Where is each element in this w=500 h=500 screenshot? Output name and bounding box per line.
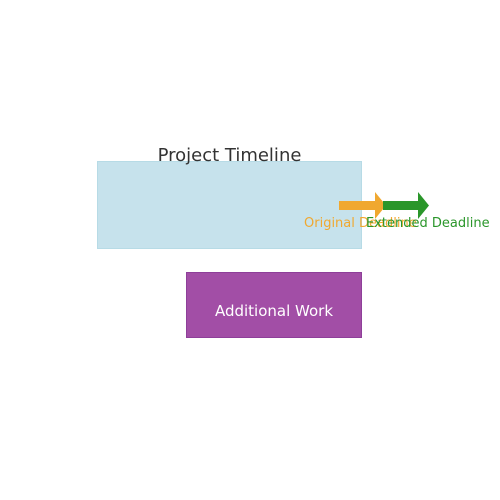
timeline-box [97, 161, 362, 249]
extended-deadline-label: Extended Deadline [366, 216, 490, 231]
extended-deadline-arrow-icon [383, 192, 429, 219]
additional-work-box: Additional Work [186, 272, 362, 338]
additional-work-label: Additional Work [214, 302, 334, 320]
original-deadline-label: Original Deadline [304, 216, 417, 231]
original-deadline-arrow-icon [339, 192, 386, 219]
original-deadline-arrow-shape [339, 192, 386, 219]
diagram-title: Project Timeline [157, 145, 302, 166]
extended-deadline-arrow-shape [383, 192, 429, 219]
